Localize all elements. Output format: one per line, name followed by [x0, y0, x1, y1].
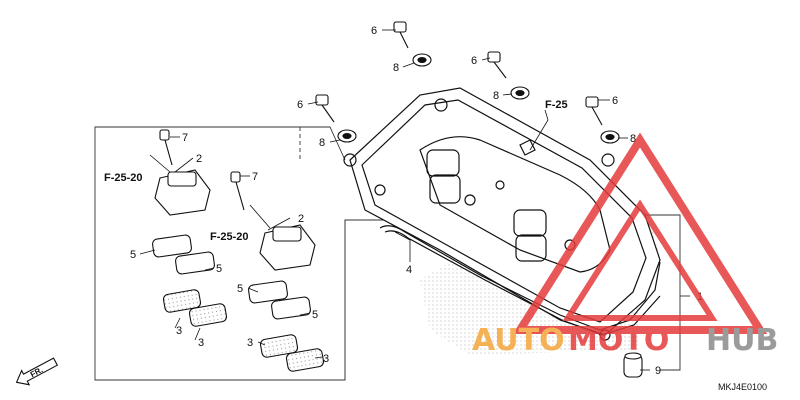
callouts: 1 2 2 3 3 3 3 4 5 5 5 5 6 6 6 6 7 7 8 8 …	[130, 25, 703, 377]
callout-8: 8	[393, 62, 399, 74]
callout-6: 6	[371, 25, 377, 37]
callout-5: 5	[130, 249, 136, 261]
callout-3: 3	[247, 337, 253, 349]
plug-caps	[162, 289, 325, 372]
watermark-text-hub: HUB	[706, 323, 778, 358]
callout-7: 7	[252, 171, 258, 183]
ref-f-25-20-left: F-25-20	[104, 172, 143, 184]
callout-6: 6	[297, 99, 303, 111]
callout-6: 6	[612, 95, 618, 107]
grommet	[623, 352, 643, 378]
upper-bolts	[315, 21, 620, 144]
callout-3: 3	[323, 353, 329, 365]
coil-seals	[152, 234, 311, 320]
watermark-text-moto: MOTO	[568, 323, 669, 358]
callout-5: 5	[216, 263, 222, 275]
callout-3: 3	[198, 337, 204, 349]
callout-2: 2	[196, 153, 202, 165]
callout-8: 8	[319, 137, 325, 149]
reference-codes: F-25 F-25-20 F-25-20	[104, 99, 568, 243]
ref-f-25: F-25	[545, 99, 568, 111]
ref-f-25-20-right: F-25-20	[210, 231, 249, 243]
callout-3: 3	[176, 325, 182, 337]
callout-8: 8	[493, 90, 499, 102]
callout-5: 5	[312, 309, 318, 321]
callout-2: 2	[298, 213, 304, 225]
watermark-text-auto: AUTO	[472, 323, 565, 358]
callout-9: 9	[655, 365, 661, 377]
watermark-triangle-icon	[512, 132, 768, 334]
callout-4: 4	[406, 264, 412, 276]
assembly-group-lines	[94, 126, 690, 381]
callout-8: 8	[630, 133, 636, 145]
callout-5: 5	[237, 283, 243, 295]
ignition-coils	[154, 129, 316, 271]
watermark-logo: AUTO MOTO HUB	[472, 132, 778, 358]
front-direction-arrow: FR.	[15, 357, 59, 386]
callout-6: 6	[471, 55, 477, 67]
cylinder-head-cover	[343, 87, 661, 341]
leader-lines	[139, 29, 650, 371]
diagram-code: MKJ4E0100	[718, 382, 767, 392]
callout-7: 7	[182, 132, 188, 144]
